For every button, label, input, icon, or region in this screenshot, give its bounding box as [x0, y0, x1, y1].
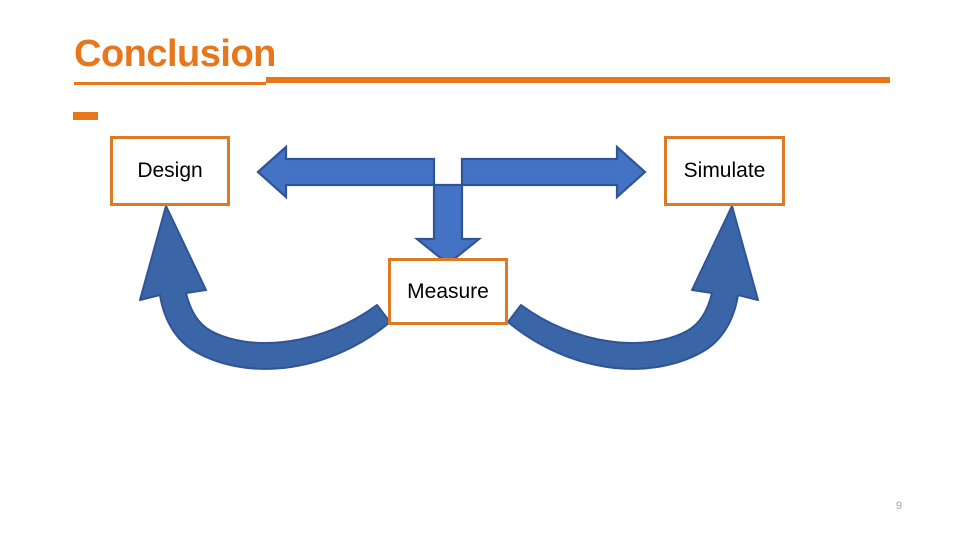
title-accent-dash: [73, 112, 98, 120]
diagram-node-simulate[interactable]: Simulate: [664, 136, 785, 206]
title-divider-rule: [266, 77, 890, 83]
page-title: Conclusion: [74, 33, 276, 75]
diagram-node-measure[interactable]: Measure: [388, 258, 508, 325]
title-underline: [74, 82, 266, 85]
arrow-design-simulate-measure: [256, 144, 647, 266]
arrow-measure-to-design: [139, 205, 391, 370]
page-number: 9: [895, 500, 902, 512]
arrow-measure-to-simulate: [507, 205, 759, 370]
diagram-node-design[interactable]: Design: [110, 136, 230, 206]
